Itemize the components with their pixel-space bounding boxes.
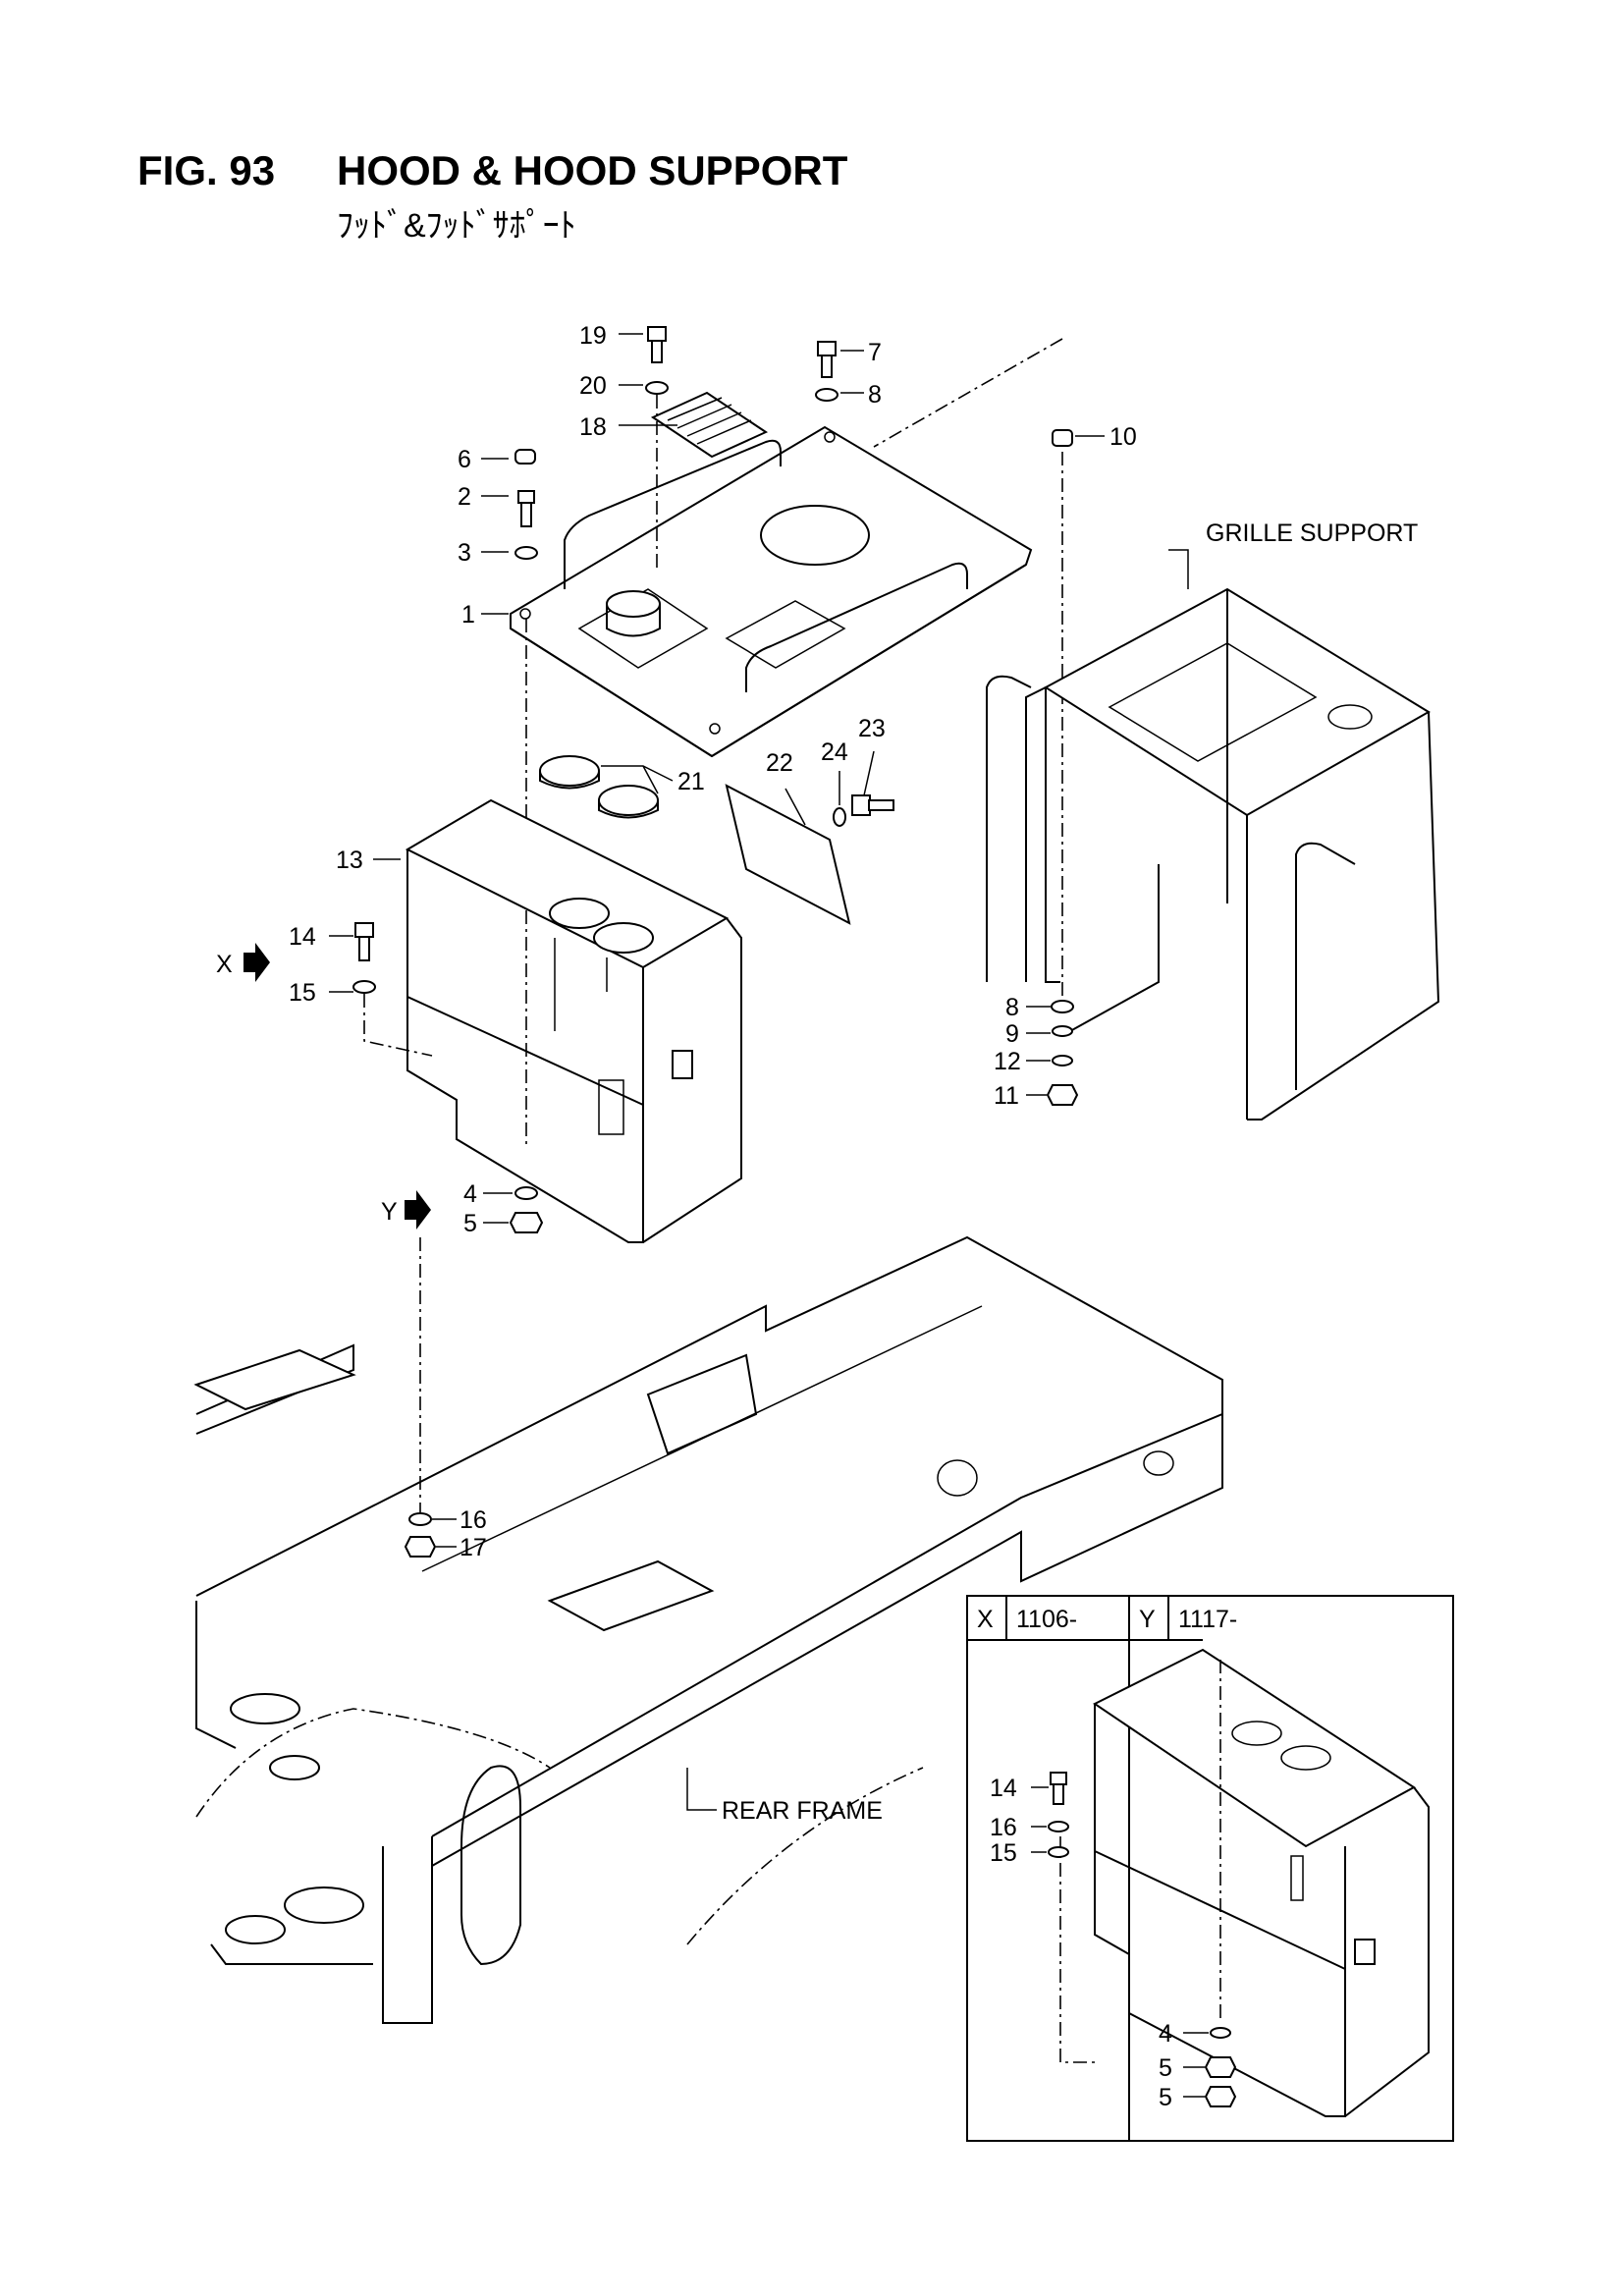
- callout-2: 2: [458, 483, 471, 511]
- leader-lines: [329, 333, 1105, 1548]
- hood-panel: [510, 425, 1033, 758]
- callout-1: 1: [461, 601, 475, 629]
- callout-23: 23: [858, 715, 886, 742]
- inset-panel: X 1106- Y 1117- 14 16 15 4 5 5: [966, 1595, 1454, 2142]
- callout-24: 24: [821, 738, 848, 766]
- callout-9: 9: [1005, 1020, 1019, 1048]
- figure-title: HOOD & HOOD SUPPORT: [337, 147, 848, 193]
- callout-18: 18: [579, 413, 607, 441]
- callout-20: 20: [579, 372, 607, 400]
- view-arrow-x: [243, 943, 270, 982]
- inset-x-serial: 1106-: [1016, 1606, 1077, 1633]
- callout-12: 12: [994, 1048, 1021, 1075]
- callout-19: 19: [579, 322, 607, 350]
- callout-3: 3: [458, 539, 471, 567]
- callout-22: 22: [766, 749, 793, 777]
- rear-frame: [193, 1235, 1223, 2024]
- inset-callout-15: 15: [990, 1839, 1017, 1867]
- frame-fasteners: [404, 1512, 437, 1558]
- inset-y-serial: 1117-: [1178, 1606, 1237, 1633]
- callout-8: 8: [868, 381, 882, 409]
- rear-frame-label: REAR FRAME: [722, 1797, 883, 1825]
- callout-labels: 19 20 18 7 8 10 6 2 3 1 21 22 24 23 13 1…: [216, 322, 1418, 1825]
- callout-4: 4: [463, 1180, 477, 1208]
- callout-6: 6: [458, 446, 471, 473]
- figure-number: FIG. 93: [137, 147, 276, 193]
- vent-grille: [650, 391, 769, 459]
- view-arrow-y: [405, 1190, 431, 1230]
- inset-callout-16: 16: [990, 1814, 1017, 1841]
- covers-and-plate: [539, 755, 894, 925]
- view-marker-y: Y: [381, 1198, 398, 1226]
- callout-21: 21: [677, 768, 705, 795]
- inset-callout-14: 14: [990, 1775, 1017, 1802]
- left-fasteners: [352, 922, 544, 1233]
- callout-10: 10: [1109, 423, 1137, 451]
- callout-15: 15: [289, 979, 316, 1007]
- inset-x-code: X: [977, 1606, 994, 1633]
- hood-support-box: [405, 798, 742, 1243]
- inset-callout-5a: 5: [1159, 2054, 1172, 2082]
- grille-support-label: GRILLE SUPPORT: [1206, 519, 1418, 547]
- inset-y-code: Y: [1139, 1606, 1156, 1633]
- callout-11: 11: [994, 1082, 1019, 1110]
- view-marker-x: X: [216, 951, 233, 978]
- callout-7: 7: [868, 339, 882, 366]
- figure-header: FIG. 93 HOOD & HOOD SUPPORT ﾌｯﾄﾞ&ﾌｯﾄﾞｻﾎﾟ…: [137, 147, 1119, 246]
- callout-8-lower: 8: [1005, 994, 1019, 1021]
- inset-callout-5b: 5: [1159, 2084, 1172, 2111]
- callout-14: 14: [289, 923, 316, 951]
- grille-support-fasteners: [1046, 1000, 1079, 1106]
- callout-16: 16: [460, 1506, 487, 1534]
- upper-fasteners: [514, 326, 1073, 560]
- callout-13: 13: [336, 847, 363, 874]
- callout-5: 5: [463, 1210, 477, 1237]
- grille-support: [986, 549, 1440, 1121]
- inset-callout-4: 4: [1159, 2020, 1172, 2048]
- figure-subtitle: ﾌｯﾄﾞ&ﾌｯﾄﾞｻﾎﾟｰﾄ: [337, 207, 576, 245]
- callout-17: 17: [460, 1534, 487, 1561]
